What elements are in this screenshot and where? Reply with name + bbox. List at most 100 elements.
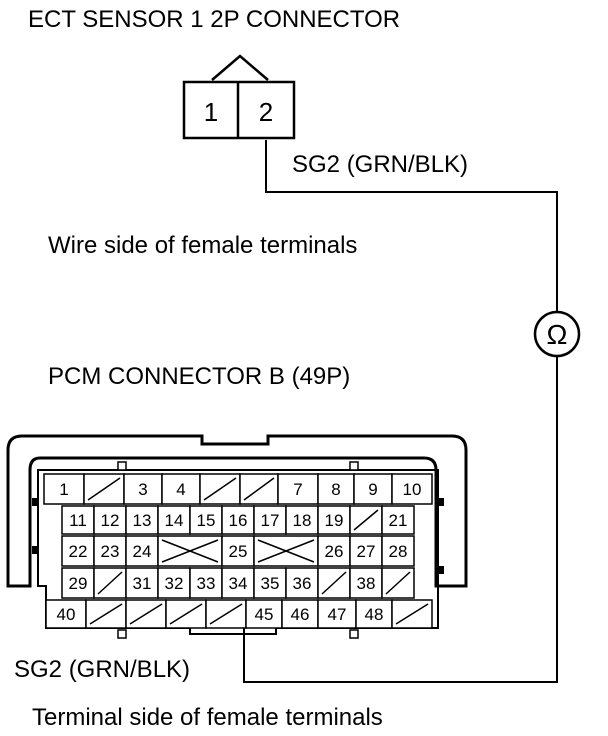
terminal-number: 7 (293, 480, 302, 499)
terminal-number: 13 (133, 511, 152, 530)
unused-terminal (85, 599, 127, 629)
side-key (32, 546, 38, 554)
pcm-terminal-8: 8 (317, 473, 355, 505)
pcm-terminal-28: 28 (381, 535, 415, 567)
ect-connector: ECT SENSOR 1 2P CONNECTOR 1 2 SG2 (GRN/B… (28, 6, 468, 259)
terminal-number: 31 (133, 574, 152, 593)
terminal-number: 1 (59, 480, 68, 499)
test-lead-upper (265, 140, 558, 312)
terminal-number: 4 (176, 480, 185, 499)
unused-terminal (199, 473, 241, 505)
pcm-terminal-7: 7 (277, 473, 319, 505)
pcm-terminal-47: 47 (317, 599, 357, 629)
pcm-terminal-25: 25 (221, 535, 255, 567)
pcm-connector-title: PCM CONNECTOR B (49P) (48, 363, 350, 390)
terminal-number: 22 (69, 542, 88, 561)
terminal-number: 11 (69, 511, 87, 530)
terminal-number: 47 (328, 605, 347, 624)
unused-terminal (205, 599, 247, 629)
terminal-number: 28 (389, 542, 408, 561)
unused-terminal (317, 567, 351, 599)
ect-view-note: Wire side of female terminals (48, 232, 357, 259)
pcm-terminal-21: 21 (381, 505, 415, 535)
pcm-terminal-38: 38 (349, 567, 383, 599)
ect-pin-1: 1 (204, 97, 218, 127)
pcm-terminal-36: 36 (285, 567, 319, 599)
unused-terminal (391, 599, 433, 629)
pcm-terminal-35: 35 (253, 567, 287, 599)
pcm-terminal-16: 16 (221, 505, 255, 535)
pcm-connector-shell (6, 434, 468, 588)
terminal-number: 38 (357, 574, 376, 593)
locating-tab (117, 461, 127, 471)
terminal-number: 27 (357, 542, 376, 561)
terminal-number: 10 (403, 480, 422, 499)
pcm-terminal-26: 26 (317, 535, 351, 567)
pcm-terminal-9: 9 (353, 473, 393, 505)
terminal-number: 46 (291, 605, 310, 624)
pcm-terminal-40: 40 (45, 599, 87, 629)
blocked-terminal (253, 535, 319, 567)
terminal-number: 14 (165, 511, 184, 530)
terminal-number: 3 (138, 480, 147, 499)
pcm-terminal-33: 33 (189, 567, 223, 599)
terminal-number: 23 (101, 542, 120, 561)
terminal-number: 34 (229, 574, 248, 593)
locating-tab (349, 629, 359, 639)
pcm-wire-label: SG2 (GRN/BLK) (14, 656, 190, 683)
ohmmeter-icon: Ω (533, 310, 581, 358)
side-key (32, 498, 38, 506)
pcm-terminal-24: 24 (125, 535, 159, 567)
unused-terminal (349, 505, 383, 535)
terminal-number: 45 (255, 605, 274, 624)
pcm-terminal-3: 3 (123, 473, 163, 505)
terminal-number: 29 (69, 574, 88, 593)
terminal-number: 25 (229, 542, 248, 561)
pcm-terminal-18: 18 (285, 505, 319, 535)
terminal-number: 48 (365, 605, 384, 624)
terminal-number: 24 (133, 542, 152, 561)
terminal-number: 9 (368, 480, 377, 499)
terminal-number: 21 (389, 511, 408, 530)
terminal-number: 8 (331, 480, 340, 499)
terminal-number: 15 (197, 511, 216, 530)
pcm-terminal-12: 12 (93, 505, 127, 535)
locating-tab (349, 461, 359, 471)
pcm-terminal-13: 13 (125, 505, 159, 535)
ect-pin-2: 2 (259, 97, 273, 127)
pcm-terminal-11: 11 (61, 505, 95, 535)
terminal-number: 18 (293, 511, 312, 530)
terminal-number: 32 (165, 574, 184, 593)
side-key (438, 498, 444, 506)
unused-terminal (239, 473, 279, 505)
terminal-number: 12 (101, 511, 120, 530)
pcm-terminal-23: 23 (93, 535, 127, 567)
pcm-terminal-46: 46 (281, 599, 319, 629)
terminal-number: 26 (325, 542, 344, 561)
unused-terminal (125, 599, 167, 629)
blocked-terminal (157, 535, 223, 567)
terminal-number: 35 (261, 574, 280, 593)
unused-terminal (93, 567, 127, 599)
locating-tab (117, 629, 127, 639)
pcm-terminal-1: 1 (43, 473, 85, 505)
pcm-terminal-15: 15 (189, 505, 223, 535)
pcm-terminal-27: 27 (349, 535, 383, 567)
terminal-number: 17 (261, 511, 280, 530)
pcm-view-note: Terminal side of female terminals (32, 704, 383, 731)
pcm-terminal-34: 34 (221, 567, 255, 599)
test-lead-lower (243, 356, 558, 683)
pcm-terminal-31: 31 (125, 567, 159, 599)
ect-wire-label: SG2 (GRN/BLK) (292, 151, 468, 178)
pcm-terminal-19: 19 (317, 505, 351, 535)
pcm-terminal-45: 45 (245, 599, 283, 629)
pcm-terminal-29: 29 (61, 567, 95, 599)
ohm-symbol: Ω (547, 319, 568, 350)
pcm-terminal-14: 14 (157, 505, 191, 535)
ect-connector-title: ECT SENSOR 1 2P CONNECTOR (28, 6, 400, 33)
pcm-terminal-22: 22 (61, 535, 95, 567)
side-key (438, 566, 444, 574)
